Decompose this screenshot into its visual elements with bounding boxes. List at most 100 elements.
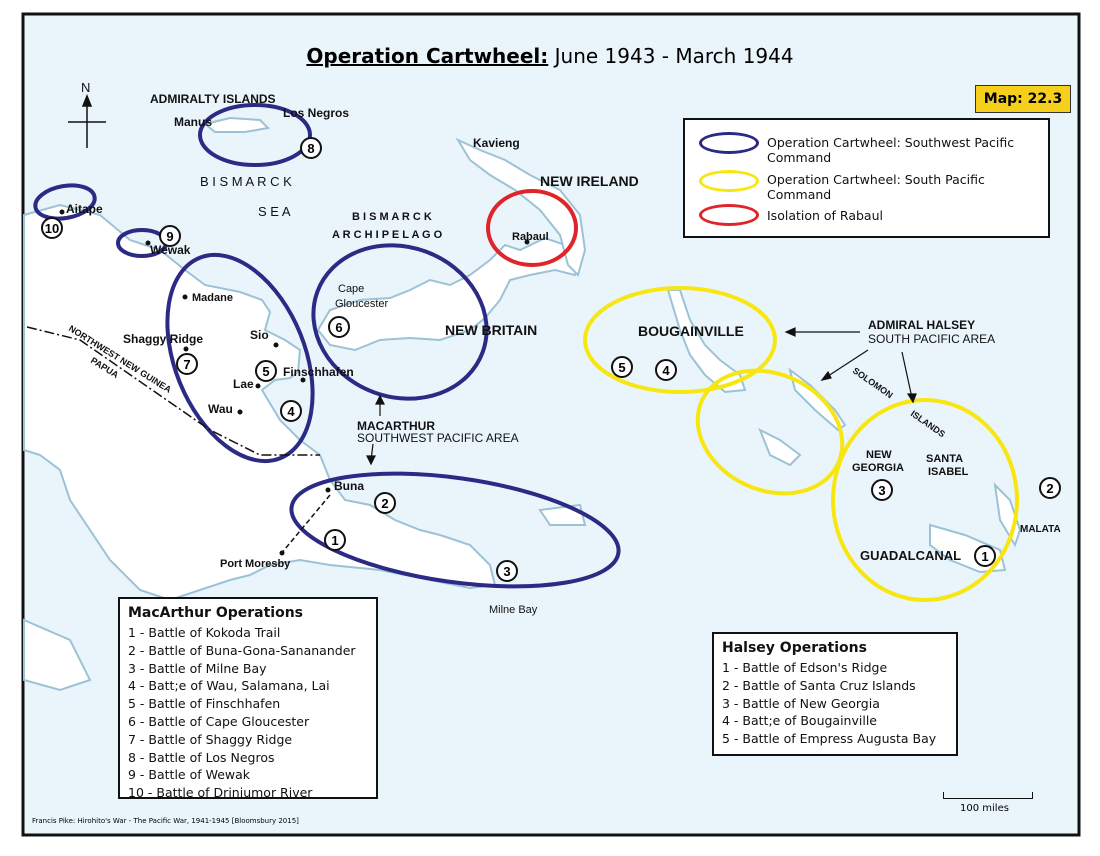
label-rabaul: Rabaul: [512, 231, 549, 243]
legend-rabaul: Isolation of Rabaul: [767, 208, 883, 223]
new-britain-ellipse: [311, 243, 489, 401]
list-item: 5 - Battle of Finschhafen: [128, 696, 281, 712]
map-number-badge: Map: 22.3: [975, 85, 1071, 113]
label-swpa: SOUTHWEST PACIFIC AREA: [357, 431, 519, 445]
macarthur-op-marker: 1: [324, 529, 346, 551]
new-ireland: [455, 137, 587, 277]
macarthur-operations-box: MacArthur Operations 1 - Battle of Kokod…: [118, 597, 378, 801]
cape-york: [23, 618, 92, 692]
marker-number: 3: [503, 564, 510, 579]
title-dates: June 1943 - March 1944: [548, 44, 794, 68]
marker-circle: [255, 360, 277, 382]
list-item: 6 - Battle of Cape Gloucester: [128, 713, 310, 729]
papua-ellipse: [289, 471, 621, 589]
label-wewak: Wewak: [150, 243, 191, 257]
macarthur-op-marker: 10: [41, 217, 63, 239]
marker-number: 5: [618, 360, 625, 375]
marker-circle: [324, 529, 346, 551]
marker-circle: [41, 217, 63, 239]
marker-circle: [300, 137, 322, 159]
list-item: 9 - Battle of Wewak: [128, 767, 251, 783]
list-item: 3 - Battle of Milne Bay: [128, 660, 267, 676]
label-finschhafen: Finschhafen: [283, 365, 354, 379]
marker-circle: [611, 356, 633, 378]
halsey-op-marker: 2: [1039, 477, 1061, 499]
macarthur-op-marker: 2: [374, 492, 396, 514]
cities: [59, 209, 530, 556]
macarthur-op-marker: 8: [300, 137, 322, 159]
source-credit: Francis Pike: Hirohito's War - The Pacif…: [32, 817, 299, 825]
legend-swatch-rabaul: [699, 204, 759, 226]
marker-circle: [974, 545, 996, 567]
marker-number: 2: [381, 496, 388, 511]
list-item: 7 - Battle of Shaggy Ridge: [128, 731, 293, 747]
halsey-operations-box: Halsey Operations 1 - Battle of Edson's …: [712, 632, 958, 756]
marker-number: 8: [307, 141, 314, 156]
legend-swpc: Operation Cartwheel: Southwest Pacific C…: [767, 135, 1015, 165]
label-los-negros: Los Negros: [283, 106, 349, 120]
legend: Operation Cartwheel: Southwest Pacific C…: [683, 118, 1050, 238]
label-santa: SANTA: [926, 453, 963, 465]
label-aitape: Aitape: [66, 202, 103, 216]
label-georgia: GEORGIA: [852, 462, 904, 474]
macarthur-op-marker: 9: [159, 225, 181, 247]
macarthur-op-marker: 3: [496, 560, 518, 582]
marker-number: 4: [662, 363, 670, 378]
map-title: Operation Cartwheel: June 1943 - March 1…: [0, 44, 1100, 68]
marker-circle: [496, 560, 518, 582]
marker-number: 5: [262, 364, 269, 379]
operation-markers: 1 2 3 4 5 6 7 8 9 10 1 2 3 4 5: [41, 137, 1061, 582]
scale-label: 100 miles: [960, 803, 1009, 814]
legend-swatch-spc: [699, 170, 759, 192]
arrows: [366, 327, 917, 466]
label-admiralty: ADMIRALTY ISLANDS: [150, 92, 276, 106]
marker-number: 3: [878, 483, 885, 498]
label-port-moresby: Port Moresby: [220, 558, 291, 570]
list-item: 1 - Battle of Kokoda Trail: [128, 625, 281, 640]
aitape-ellipse: [33, 183, 97, 221]
title-bold: Operation Cartwheel:: [306, 44, 549, 68]
marker-circle: [159, 225, 181, 247]
macarthur-ops-title: MacArthur Operations: [128, 605, 303, 621]
new-georgia: [758, 427, 802, 467]
label-bismarck-archipelago: B I S M A R C K: [352, 211, 432, 223]
halsey-op-marker: 1: [974, 545, 996, 567]
list-item: 1 - Battle of Edson's Ridge: [722, 660, 888, 675]
rabaul-ellipse: [486, 189, 578, 267]
marker-circle: [328, 316, 350, 338]
marker-circle: [280, 400, 302, 422]
manus: [202, 116, 271, 133]
marker-number: 4: [287, 404, 295, 419]
list-item: 5 - Battle of Empress Augusta Bay: [722, 731, 937, 747]
label-bismarck-sea: B I S M A R C K: [200, 174, 292, 189]
label-cape: Cape: [338, 283, 364, 295]
label-macarthur: MACARTHUR: [357, 419, 435, 433]
macarthur-op-marker: 4: [280, 400, 302, 422]
list-item: 3 - Battle of New Georgia: [722, 695, 880, 711]
label-wau: Wau: [208, 402, 233, 416]
label-new: NEW: [866, 449, 892, 461]
label-madane: Madane: [192, 292, 233, 304]
halsey-op-marker: 5: [611, 356, 633, 378]
list-item: 4 - Batt;e of Wau, Salamana, Lai: [128, 678, 330, 694]
label-shaggy-ridge: Shaggy Ridge: [123, 332, 203, 346]
label-sea: S E A: [258, 204, 291, 219]
list-item: 10 - Battle of Driniumor River: [128, 785, 313, 801]
guadalcanal-ellipse: [831, 398, 1019, 602]
label-bougainville: BOUGAINVILLE: [638, 323, 744, 339]
label-malata: MALATA: [1020, 524, 1061, 535]
bougainville-ellipse: [583, 286, 777, 394]
marker-circle: [871, 479, 893, 501]
marker-number: 6: [335, 320, 342, 335]
label-sio: Sio: [250, 328, 269, 342]
label-kavieng: Kavieng: [473, 136, 520, 150]
boundaries: [26, 326, 331, 556]
macarthur-op-marker: 7: [176, 353, 198, 375]
marker-circle: [374, 492, 396, 514]
marker-number: 7: [183, 357, 190, 372]
compass-north: N: [81, 80, 90, 95]
landmasses: [23, 116, 1022, 692]
label-milne-bay: Milne Bay: [489, 604, 538, 616]
label-guadalcanal: GUADALCANAL: [860, 548, 961, 563]
label-gloucester: Gloucester: [335, 298, 389, 310]
